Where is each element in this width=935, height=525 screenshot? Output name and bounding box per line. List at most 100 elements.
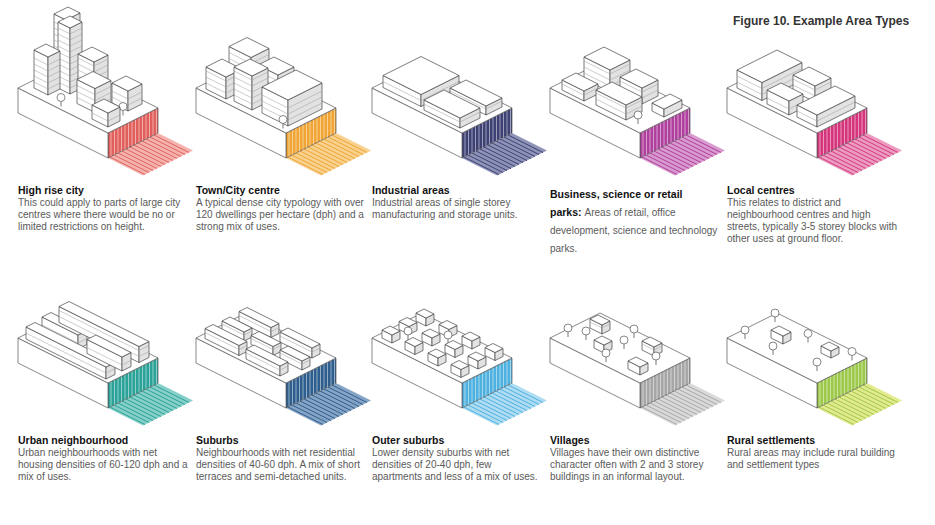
building-roof: [416, 309, 434, 318]
base-top: [550, 313, 690, 383]
base-stripe: [306, 373, 307, 398]
base-stripe: [678, 114, 679, 139]
base-stripe: [657, 375, 658, 400]
base-stripe: [121, 376, 122, 401]
building-roof: [77, 72, 111, 89]
base-stripe: [331, 361, 332, 386]
base-stripe: [132, 371, 133, 396]
area-type-panel: Local centresThis relates to district an…: [727, 184, 899, 245]
building-roof: [485, 344, 503, 353]
floor-line: [486, 101, 502, 109]
base-stripe: [142, 366, 143, 391]
area-description: Urban neighbourhoods with net housing de…: [18, 447, 190, 483]
base-stripe: [823, 130, 824, 155]
building-roof: [280, 346, 310, 361]
base-stripe: [128, 373, 129, 398]
tree-trunk: [745, 334, 746, 339]
floor-line: [112, 91, 128, 99]
area-type-panel: Town/City centreA typical dense city typ…: [196, 184, 368, 233]
building-roof: [652, 94, 682, 109]
floor-line: [70, 34, 82, 40]
base-stripe: [664, 371, 665, 396]
ground-stripe: [863, 385, 898, 403]
building-roof: [428, 349, 446, 358]
base-stripe: [681, 362, 682, 387]
base-stripe: [848, 118, 849, 143]
floor-line: [70, 40, 82, 46]
base-stripe: [503, 362, 504, 387]
base-stripe: [149, 362, 150, 387]
area-heading: Rural settlements: [727, 434, 899, 447]
ground-stripe: [859, 137, 894, 155]
floor-line: [205, 333, 239, 350]
area-illustration: [727, 50, 902, 176]
ground-stripe: [146, 139, 181, 157]
tree-crown: [279, 116, 287, 124]
base-stripe: [834, 375, 835, 400]
area-heading: High rise city: [18, 184, 190, 197]
base-stripe: [823, 380, 824, 405]
floor-line: [737, 76, 762, 89]
floor-line: [92, 113, 108, 121]
base-stripe: [149, 112, 150, 137]
floor-line: [206, 83, 226, 93]
floor-line: [70, 28, 82, 34]
floor-line: [234, 83, 252, 92]
floor-line: [48, 71, 60, 77]
area-illustration: [196, 38, 371, 176]
ground-stripe: [686, 385, 721, 403]
base-stripe: [320, 116, 321, 141]
base-stripe: [653, 126, 654, 151]
tree-crown: [564, 324, 572, 332]
base-stripe: [482, 373, 483, 398]
floor-line: [206, 77, 226, 87]
base-stripe: [334, 109, 335, 134]
base-stripe: [292, 130, 293, 155]
building-roof: [620, 69, 658, 88]
floor-line: [312, 348, 320, 352]
base-stripe: [657, 125, 658, 150]
building-roof: [424, 90, 480, 118]
floor-line: [234, 77, 252, 86]
base-stripe: [830, 376, 831, 401]
building-roof: [78, 47, 108, 62]
ground-stripe: [332, 135, 367, 153]
area-illustration: [18, 302, 193, 426]
floor-line: [610, 64, 630, 74]
floor-line: [596, 99, 626, 114]
area-type-panel: Industrial areasIndustrial areas of sing…: [372, 184, 544, 221]
tree-trunk: [817, 366, 818, 371]
base-stripe: [489, 119, 490, 144]
base-stripe: [475, 376, 476, 401]
building-roof: [92, 99, 120, 113]
tree-crown: [804, 330, 812, 338]
floor-line: [94, 59, 108, 66]
base-stripe: [146, 364, 147, 389]
floor-line: [767, 98, 789, 109]
base-stripe: [650, 378, 651, 403]
area-type-panel: Outer suburbsLower density suburbs with …: [372, 434, 544, 483]
tree-trunk: [624, 344, 625, 349]
ground-stripe: [154, 135, 189, 153]
area-illustration: [196, 308, 371, 426]
tree-crown: [620, 336, 628, 344]
base-stripe: [296, 378, 297, 403]
base-stripe: [324, 364, 325, 389]
tree-trunk: [634, 333, 635, 338]
tree-trunk: [606, 357, 607, 362]
base-stripe: [510, 109, 511, 134]
area-illustration: [372, 57, 547, 176]
base-stripe: [313, 119, 314, 144]
building-roof: [399, 318, 417, 327]
base-stripe: [324, 114, 325, 139]
floor-line: [234, 89, 252, 98]
base-stripe: [496, 116, 497, 141]
base-stripe: [660, 123, 661, 148]
building-roof: [594, 336, 612, 345]
base-stripe: [486, 371, 487, 396]
floor-line: [48, 83, 60, 89]
tree-trunk: [656, 360, 657, 365]
base-stripe: [111, 132, 112, 157]
area-description: Neighbourhoods with net residential dens…: [196, 447, 368, 483]
base-stripe: [862, 361, 863, 386]
